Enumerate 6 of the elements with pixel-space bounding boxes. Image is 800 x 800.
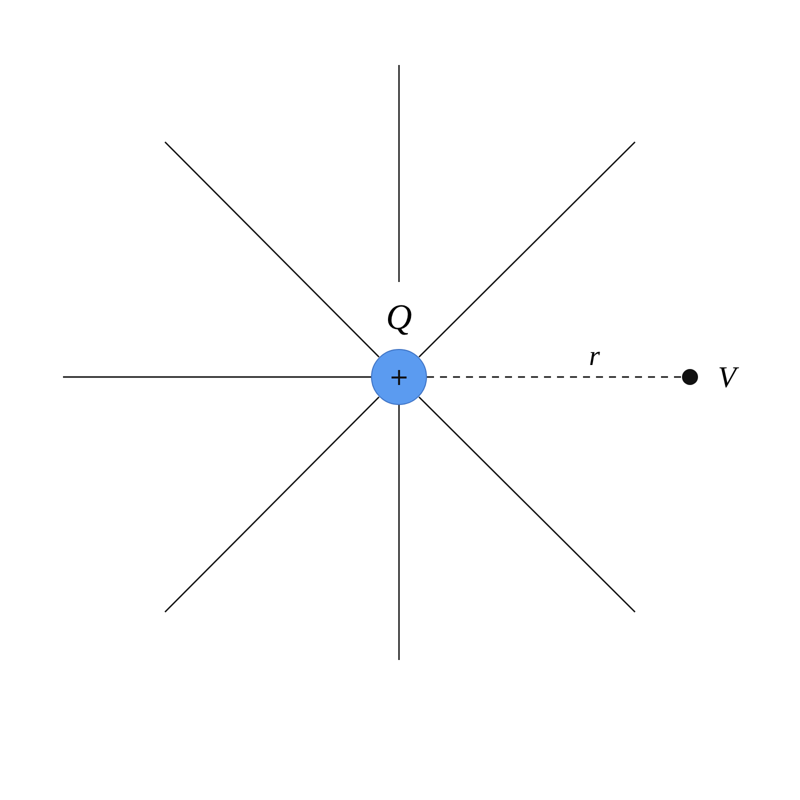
charge-circle xyxy=(371,349,427,405)
point-label: V xyxy=(718,363,736,393)
dashed-line xyxy=(427,376,682,378)
point-dot xyxy=(682,369,698,385)
plus-sign: + xyxy=(388,365,410,389)
charge-label: Q xyxy=(386,299,412,335)
